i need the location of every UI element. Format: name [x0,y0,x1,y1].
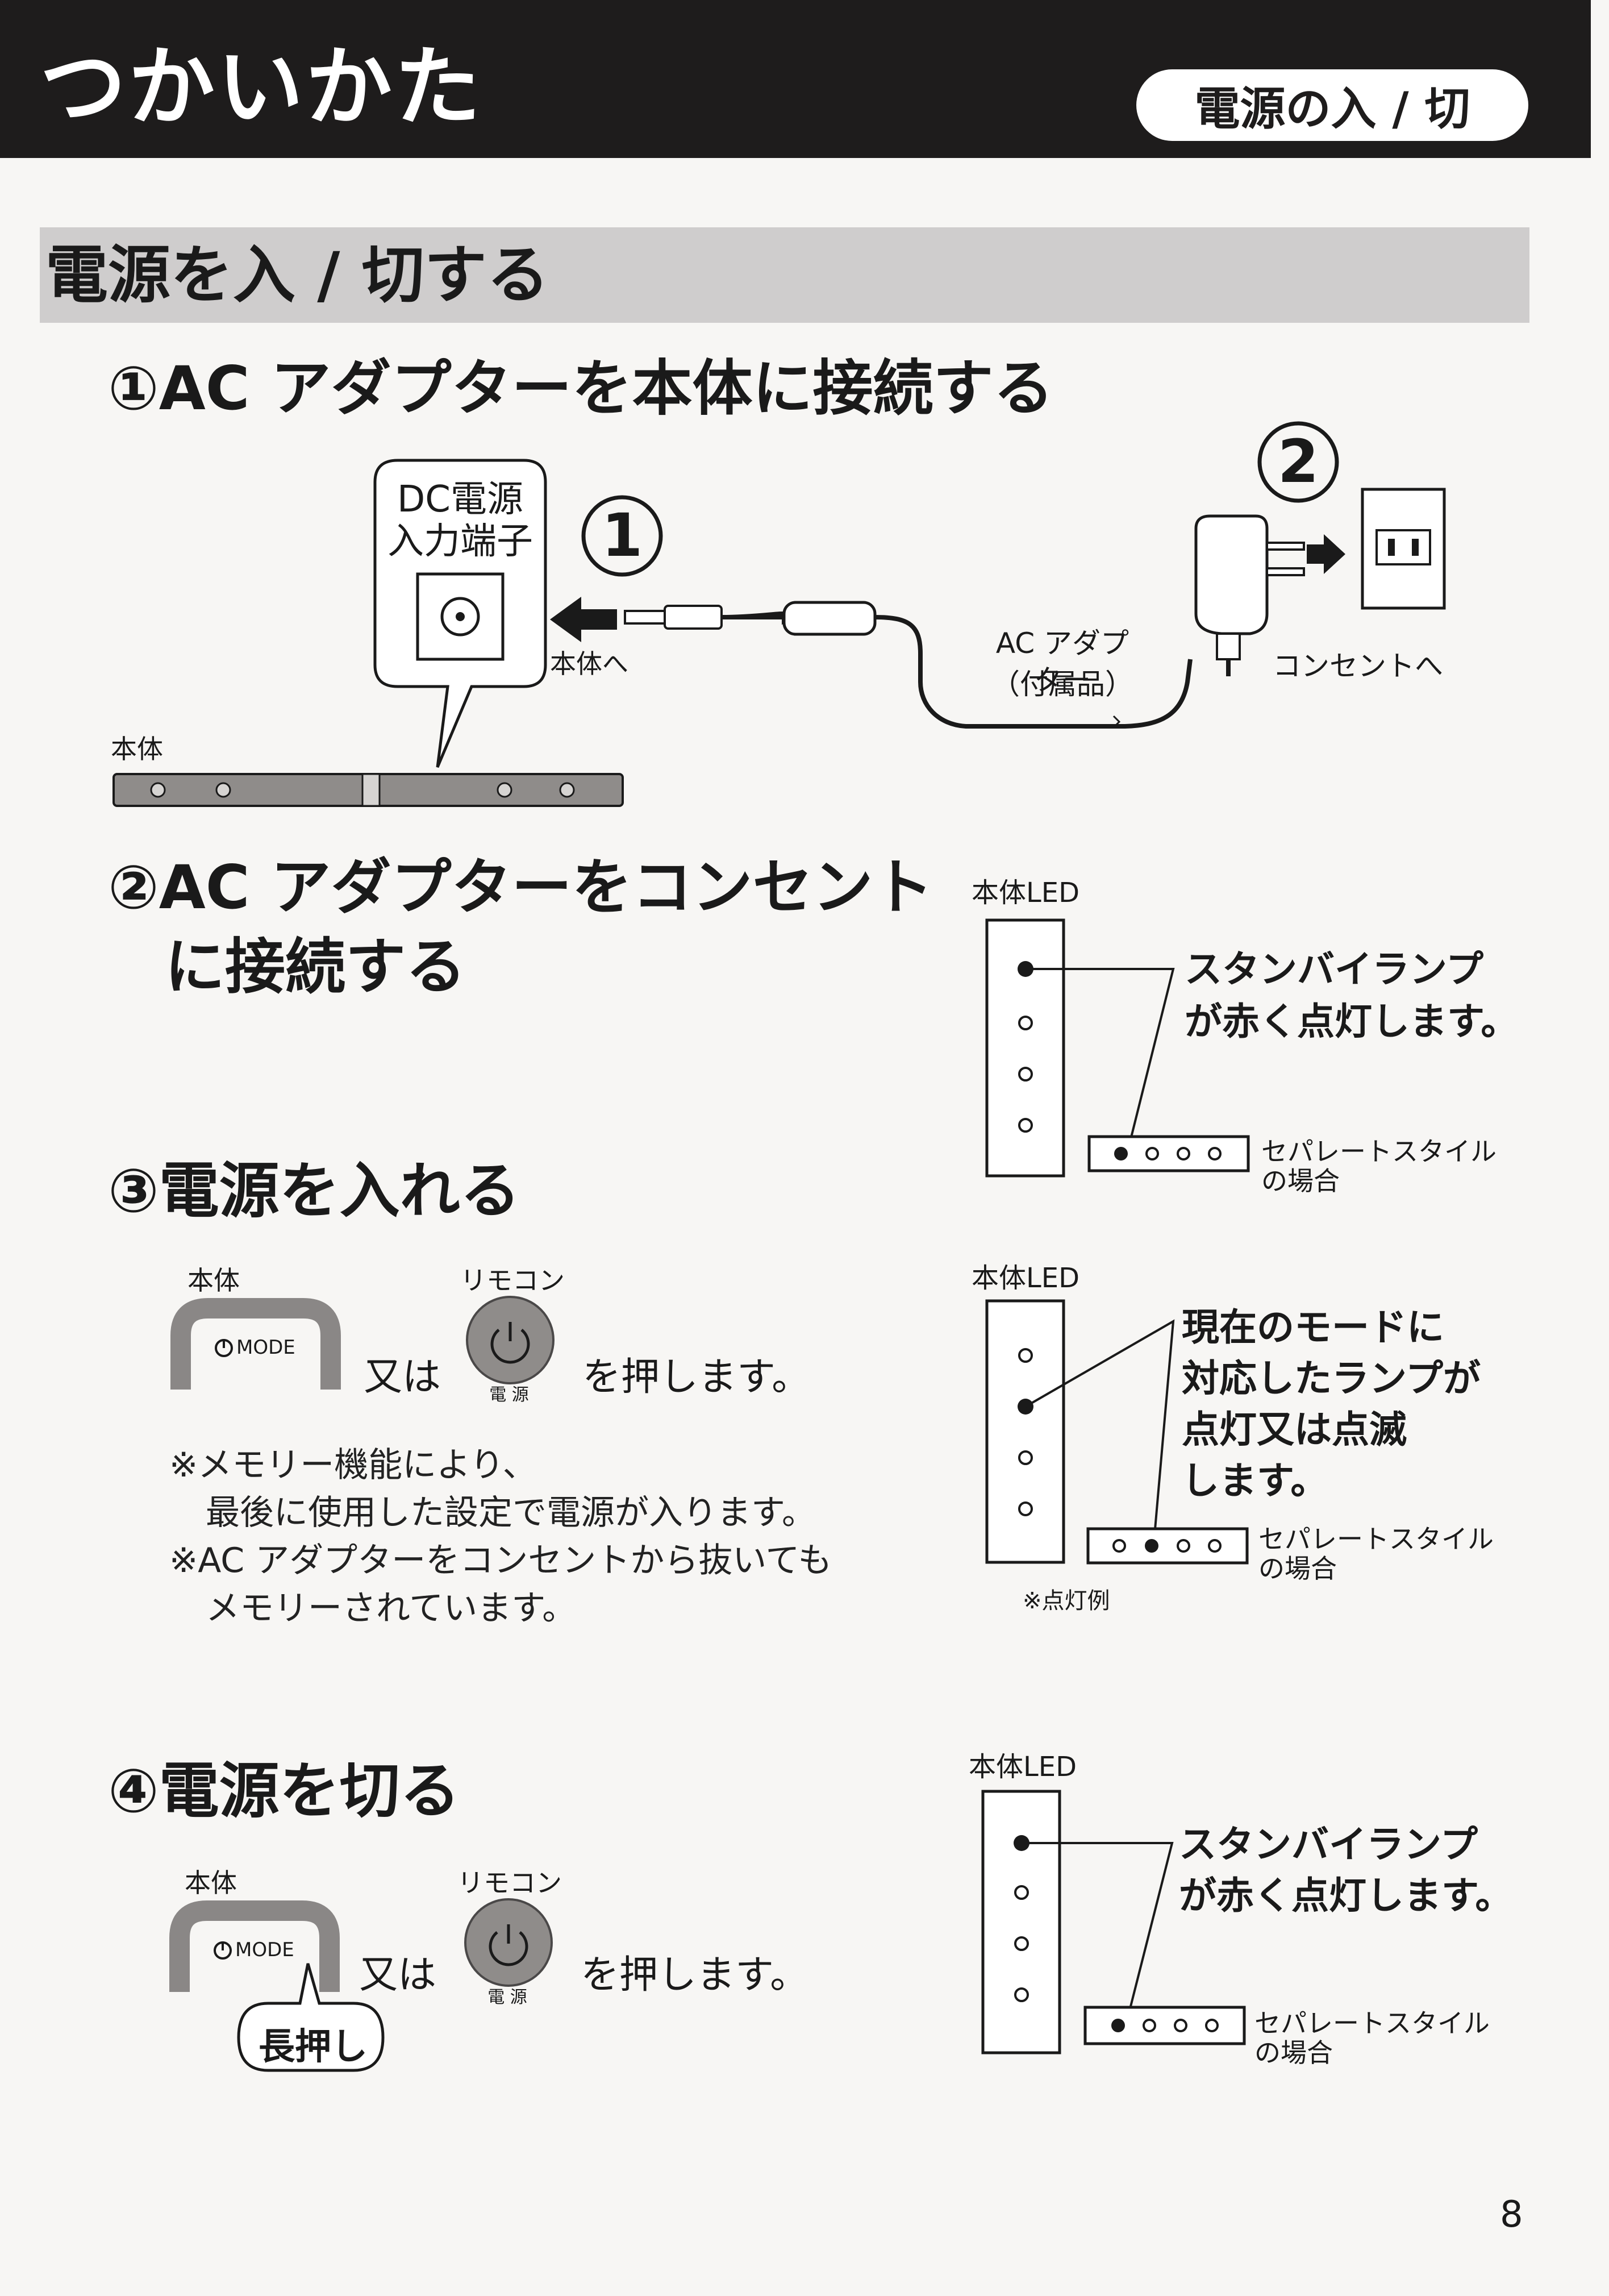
standby-callout-step4-line2: が赤く点灯します。 [1179,1874,1513,1918]
dc-input-callout [373,459,547,768]
circled-number-2 [1257,421,1339,503]
mode-callout-line2: 対応したランプが [1182,1357,1481,1400]
step2-title-line2: に接続する [165,932,466,1002]
sep-style-step4-line2: の場合 [1254,2037,1333,2068]
section-band [40,227,1529,323]
number-1-text: 1 [601,501,643,570]
adapter-label-line1: AC アダプター [995,627,1129,697]
standby-callout-step4-line1: スタンバイランプ [1179,1823,1478,1866]
led-label-step3: 本体LED [972,1262,1080,1294]
sep-style-step2-line2: の場合 [1261,1166,1340,1196]
mode-callout-line1: 現在のモードに [1182,1305,1444,1349]
long-press-bubble [237,1963,385,2072]
step4-press-label: を押します。 [581,1953,809,1998]
sep-style-step3-line2: の場合 [1258,1553,1337,1584]
led-diagram-step2 [985,918,1250,1178]
mode-button-frame-step3 [170,1298,341,1390]
step3-press-label: を押します。 [582,1355,811,1400]
led-label-step2: 本体LED [972,877,1080,909]
arrow-to-main-icon [550,597,617,642]
step4-title: ④電源を切る [108,1756,460,1826]
step1-title: ①AC アダプターを本体に接続する [108,353,1054,423]
dc-label-line2: 入力端子 [387,521,533,563]
step3-note-line3: ※AC アダプターをコンセントから抜いても [169,1541,832,1580]
mode-callout-line4: します。 [1182,1459,1328,1503]
standby-callout-step2-line1: スタンバイランプ [1185,947,1484,991]
led-diagram-step3 [985,1299,1249,1565]
step3-or-label: 又は [364,1355,441,1400]
step3-remote-label: リモコン [460,1265,565,1296]
step4-power-label: 電 源 [487,1987,527,2007]
dc-label-line1: DC電源 [397,479,523,521]
step4-mode-label: MODE [235,1939,294,1961]
to-outlet-label: コンセントへ [1273,650,1443,683]
remote-power-button-step4[interactable] [463,1897,554,1988]
led-diagram-step4 [981,1790,1246,2054]
soundbar-illustration [112,773,624,807]
remote-power-button-step3[interactable] [465,1295,556,1386]
arrow-to-outlet-icon [1307,534,1345,574]
wall-outlet-icon [1361,488,1446,610]
number-2-text: 2 [1277,427,1319,496]
step3-note-line2: 最後に使用した設定で電源が入ります。 [206,1493,816,1533]
page-title: つかいかた [40,37,483,138]
sep-style-step2-line1: セパレートスタイル [1261,1136,1497,1167]
step3-note-line1: ※メモリー機能により、 [169,1445,537,1485]
step3-title: ③電源を入れる [108,1156,520,1226]
step4-remote-label: リモコン [457,1867,562,1898]
adapter-label-line2: （付属品） [991,668,1133,701]
standby-callout-step2-line2: が赤く点灯します。 [1185,1000,1519,1043]
main-unit-label: 本体 [111,734,163,764]
step3-note-line4: メモリーされています。 [206,1588,577,1628]
to-main-label: 本体へ [550,648,628,679]
lighting-example-label: ※点灯例 [1023,1588,1110,1614]
step3-power-label: 電 源 [489,1385,529,1405]
circled-number-1 [581,495,663,577]
sep-style-step4-line1: セパレートスタイル [1254,2008,1490,2039]
step2-title-line1: ②AC アダプターをコンセント [108,852,933,922]
section-title: 電源を入 / 切する [45,239,549,311]
step4-or-label: 又は [359,1953,437,1998]
led-label-step4: 本体LED [969,1751,1077,1783]
step3-main-label: 本体 [187,1265,240,1296]
mode-button-frame-step4 [169,1900,340,1992]
ac-adapter-cable [624,601,1193,729]
header-badge: 電源の入 / 切 [1136,69,1528,141]
mode-callout-line3: 点灯又は点滅 [1182,1408,1407,1451]
sep-style-step3-line1: セパレートスタイル [1258,1524,1494,1554]
page-number: 8 [1500,2194,1523,2236]
ac-adapter-icon [1194,514,1305,676]
step3-mode-label: MODE [236,1336,295,1359]
long-press-label: 長押し [259,2026,368,2068]
step4-main-label: 本体 [185,1867,237,1898]
